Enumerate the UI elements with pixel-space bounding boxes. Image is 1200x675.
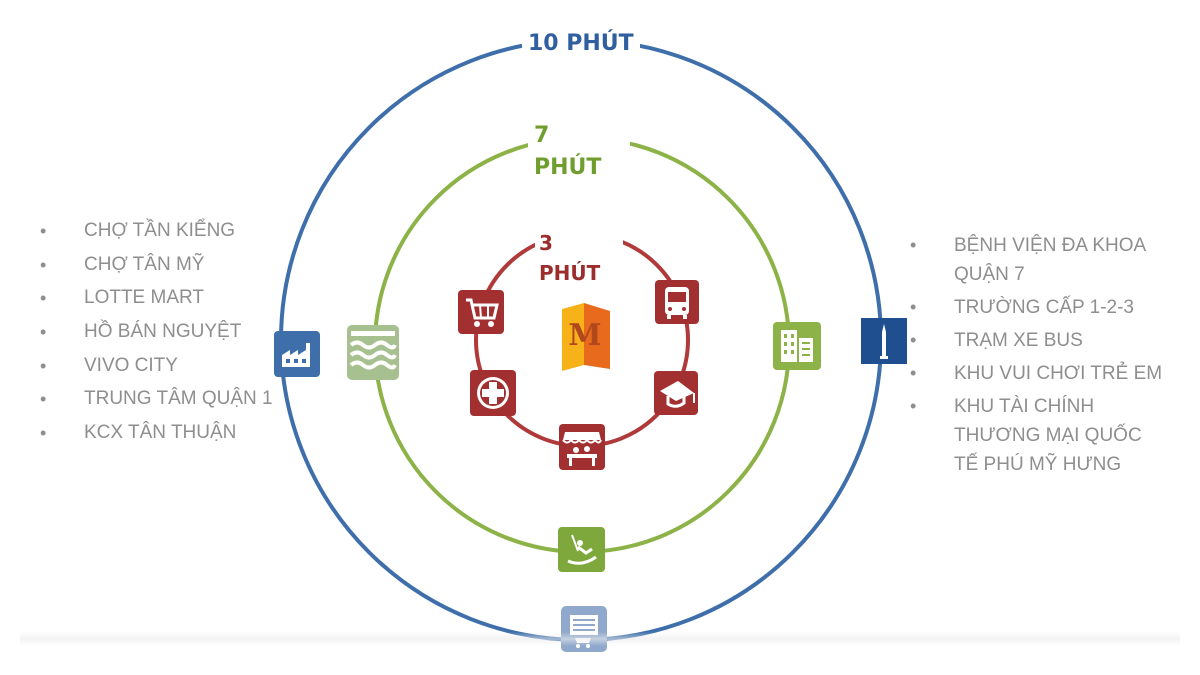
bullet-icon: • [40,322,47,343]
right-list-item-line: KHU TÀI CHÍNH [954,396,1095,417]
left-list-item: • CHỢ TẦN KIỂNG [40,217,340,251]
factory-icon [274,331,320,377]
bullet-icon: • [40,288,47,309]
market-stall-icon [559,424,605,470]
right-list-item-line: KHU VUI CHƠI TRẺ EM [954,363,1163,384]
left-list-item-label: TRUNG TÂM QUẬN 1 [84,388,273,410]
right-list-item: • TRƯỜNG CẤP 1-2-3 [910,293,1180,322]
left-list-item-label: KCX TÂN THUẬN [84,422,237,444]
bullet-icon: • [40,423,47,444]
right-list-item-line: THƯƠNG MẠI QUỐC [954,425,1142,446]
ring-7-label: 7 PHÚT [528,120,630,184]
bullet-icon: • [910,330,917,350]
right-list-item: • BỆNH VIỆN ĐA KHOA QUẬN 7 [910,231,1180,289]
left-list-item: • HỒ BÁN NGUYỆT [40,318,340,352]
logo-icon [562,303,610,371]
office-building-icon [773,322,821,370]
playground-swing-icon [558,527,605,572]
left-list-item: • VIVO CITY [40,352,340,386]
bullet-icon: • [910,235,917,255]
bullet-icon: • [910,396,917,416]
hospital-cross-icon [470,370,516,416]
left-list-item-label: CHỢ TẦN KIỂNG [84,220,236,241]
ring-10-label-text: 10 PHÚT [528,31,634,56]
tower-icon [861,318,907,364]
ring-10-label: 10 PHÚT [522,31,640,56]
ring-7-label-number: 7 [534,123,550,148]
bullet-icon: • [40,355,47,376]
left-list-item: • TRUNG TÂM QUẬN 1 [40,385,340,419]
bottom-fade-strip [20,632,1180,646]
right-list-item: • KHU TÀI CHÍNH THƯƠNG MẠI QUỐC TẾ PHÚ MỸ H… [910,392,1180,479]
left-list-item: • CHỢ TÂN MỸ [40,251,340,285]
shopping-cart-icon [458,290,504,334]
left-list-item-label: HỒ BÁN NGUYỆT [84,321,242,343]
lake-icon [347,325,399,380]
right-list-item-line: TẾ PHÚ MỸ HƯNG [954,454,1122,475]
bullet-icon: • [910,363,917,383]
ring-3-label-number: 3 [539,231,553,255]
logo-letter: M [568,318,602,353]
right-list-item-line: TRẠM XE BUS [954,330,1083,351]
bus-icon [655,280,699,324]
ring-3-label: 3 PHÚT [535,228,623,288]
center-logo: M [560,300,610,370]
right-list-item: • KHU VUI CHƠI TRẺ EM [910,359,1180,388]
bullet-icon: • [40,221,47,241]
bullet-icon: • [40,254,47,275]
right-list-item: • TRẠM XE BUS [910,326,1180,355]
bullet-icon: • [910,297,917,317]
right-list-item-line: QUẬN 7 [954,264,1025,285]
ring-7-label-unit: PHÚT [534,155,602,180]
ring-3-label-unit: PHÚT [539,261,601,285]
left-list-item: • LOTTE MART [40,284,340,318]
right-list-item-line: TRƯỜNG CẤP 1-2-3 [954,297,1134,318]
left-list-item-label: LOTTE MART [84,287,204,309]
right-place-list: • BỆNH VIỆN ĐA KHOA QUẬN 7 • TRƯỜNG CẤP 1-2-… [910,231,1180,483]
left-list-item: • KCX TÂN THUẬN [40,419,340,453]
left-list-item-label: CHỢ TÂN MỸ [84,253,205,275]
right-list-item-line: BỆNH VIỆN ĐA KHOA [954,235,1147,256]
left-list-item-label: VIVO CITY [84,354,178,376]
graduation-cap-icon [654,371,698,415]
left-place-list: • CHỢ TẦN KIỂNG • CHỢ TÂN MỸ • LOTTE MART • HỒ … [40,217,340,453]
bullet-icon: • [40,389,47,410]
